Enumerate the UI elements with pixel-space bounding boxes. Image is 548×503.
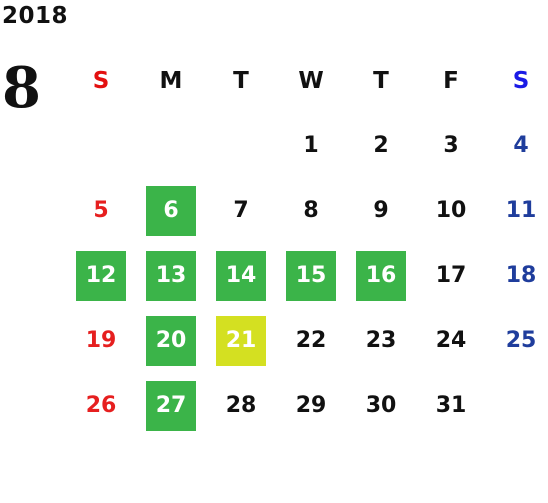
day-number: 7	[233, 198, 249, 223]
calendar-grid: S M T W T F S 1 2 3 4 5 6 7 8 9 10 11 12…	[66, 48, 548, 438]
day-cell-empty	[66, 113, 136, 178]
day-number	[496, 381, 546, 431]
day-cell[interactable]: 9	[346, 178, 416, 243]
weekday-header-tue: T	[233, 67, 249, 94]
day-cell[interactable]: 2	[346, 113, 416, 178]
day-cell-today[interactable]: 21	[206, 308, 276, 373]
day-cell-empty	[136, 113, 206, 178]
day-number: 30	[365, 393, 397, 418]
day-number: 23	[365, 328, 397, 353]
weekday-header-wed: W	[298, 67, 324, 94]
day-number: 4	[513, 133, 529, 158]
weekday-header-thu: T	[373, 67, 389, 94]
day-number: 1	[303, 133, 319, 158]
day-number: 9	[373, 198, 389, 223]
day-cell[interactable]: 17	[416, 243, 486, 308]
day-number	[216, 121, 266, 171]
day-number: 13	[146, 250, 196, 301]
day-number: 5	[93, 198, 109, 223]
day-cell[interactable]: 1	[276, 113, 346, 178]
day-cell[interactable]: 28	[206, 373, 276, 438]
day-cell-highlighted[interactable]: 27	[136, 373, 206, 438]
day-number	[76, 121, 126, 171]
day-number: 25	[505, 328, 537, 353]
day-cell[interactable]: 29	[276, 373, 346, 438]
day-number: 19	[85, 328, 117, 353]
calendar-month: 8	[2, 55, 41, 121]
weekday-header-fri: F	[443, 67, 459, 94]
weekday-header-sat: S	[512, 67, 530, 94]
day-number: 17	[435, 263, 467, 288]
day-number: 8	[303, 198, 319, 223]
day-cell-highlighted[interactable]: 14	[206, 243, 276, 308]
day-cell-highlighted[interactable]: 6	[136, 178, 206, 243]
day-number: 3	[443, 133, 459, 158]
day-cell[interactable]: 24	[416, 308, 486, 373]
day-cell[interactable]: 5	[66, 178, 136, 243]
day-number: 27	[146, 380, 196, 431]
day-number: 10	[435, 198, 467, 223]
day-cell[interactable]: 25	[486, 308, 548, 373]
day-number: 29	[295, 393, 327, 418]
weekday-header-sun: S	[92, 67, 110, 94]
day-cell-highlighted[interactable]: 16	[346, 243, 416, 308]
day-cell[interactable]: 4	[486, 113, 548, 178]
day-cell[interactable]: 19	[66, 308, 136, 373]
calendar-year: 2018	[2, 3, 69, 29]
day-number: 15	[286, 250, 336, 301]
day-number: 28	[225, 393, 257, 418]
day-cell-highlighted[interactable]: 13	[136, 243, 206, 308]
day-cell-empty	[486, 373, 548, 438]
day-cell[interactable]: 31	[416, 373, 486, 438]
day-number: 24	[435, 328, 467, 353]
day-cell[interactable]: 7	[206, 178, 276, 243]
day-cell[interactable]: 30	[346, 373, 416, 438]
day-cell[interactable]: 11	[486, 178, 548, 243]
day-cell[interactable]: 3	[416, 113, 486, 178]
day-number	[146, 121, 196, 171]
day-number: 14	[216, 250, 266, 301]
day-number: 6	[146, 185, 196, 236]
day-cell[interactable]: 18	[486, 243, 548, 308]
day-cell-highlighted[interactable]: 20	[136, 308, 206, 373]
day-number: 20	[146, 315, 196, 366]
day-number: 16	[356, 250, 406, 301]
day-number: 31	[435, 393, 467, 418]
weekday-header-mon: M	[159, 67, 183, 94]
day-cell-highlighted[interactable]: 12	[66, 243, 136, 308]
day-cell[interactable]: 26	[66, 373, 136, 438]
day-number: 22	[295, 328, 327, 353]
day-cell[interactable]: 10	[416, 178, 486, 243]
day-cell[interactable]: 8	[276, 178, 346, 243]
day-cell-empty	[206, 113, 276, 178]
day-cell[interactable]: 22	[276, 308, 346, 373]
day-number: 11	[505, 198, 537, 223]
day-number: 2	[373, 133, 389, 158]
day-number: 21	[216, 315, 266, 366]
day-cell-highlighted[interactable]: 15	[276, 243, 346, 308]
day-number: 18	[505, 263, 537, 288]
day-number: 26	[85, 393, 117, 418]
day-cell[interactable]: 23	[346, 308, 416, 373]
day-number: 12	[76, 250, 126, 301]
